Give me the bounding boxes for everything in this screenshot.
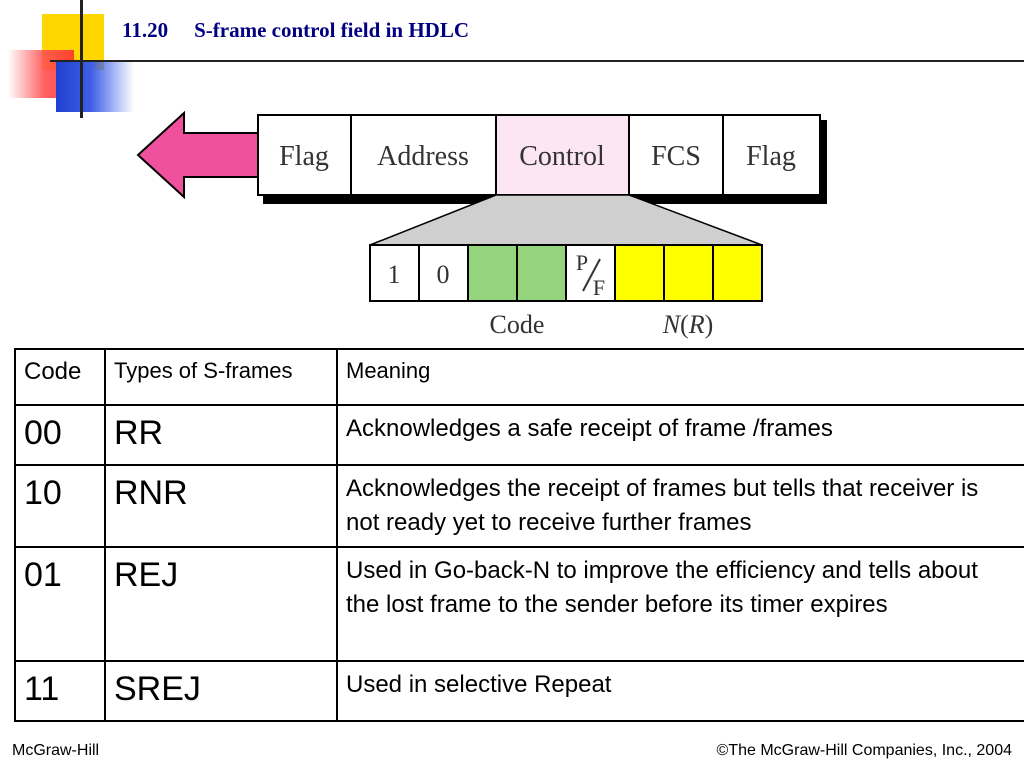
pf-slash — [582, 258, 601, 292]
frame-label-flag-1: Flag — [279, 141, 329, 172]
row-type: SREJ — [104, 660, 338, 722]
footer-copyright: ©The McGraw-Hill Companies, Inc., 2004 — [716, 742, 1012, 759]
nr-label: N(R) — [662, 310, 714, 339]
header-code: Code — [14, 348, 106, 406]
row-meaning: Acknowledges a safe receipt of frame /fr… — [336, 404, 1024, 466]
decor-blue-square — [56, 62, 134, 112]
hdlc-frame-diagram: Flag Address Control FCS Flag 1 0 P F Co… — [136, 110, 827, 339]
frame-field-address — [350, 114, 497, 196]
bit-value-1: 1 — [388, 260, 401, 289]
frame-field-fcs — [628, 114, 724, 196]
bit-cell-1 — [369, 244, 420, 302]
bit-cell-6-nr — [614, 244, 665, 302]
header-type: Types of S-frames — [104, 348, 338, 406]
frame-label-address: Address — [377, 141, 469, 172]
frame-field-flag-1 — [257, 114, 352, 196]
row-code: 01 — [14, 546, 106, 662]
s-frame-types-table: Code Types of S-frames Meaning 00 RR Ack… — [14, 348, 1024, 722]
frame-label-control: Control — [519, 141, 605, 172]
row-type: REJ — [104, 546, 338, 662]
slide-title-text: S-frame control field in HDLC — [194, 18, 470, 42]
frame-label-flag-2: Flag — [746, 141, 796, 172]
row-type: RNR — [104, 464, 338, 548]
frame-field-flag-2 — [722, 114, 821, 196]
bit-cell-8-nr — [712, 244, 763, 302]
bit-cell-4-code — [516, 244, 567, 302]
footer-publisher: McGraw-Hill — [12, 742, 100, 759]
bit-cell-7-nr — [663, 244, 714, 302]
row-meaning: Acknowledges the receipt of frames but t… — [336, 464, 1024, 548]
row-code: 00 — [14, 404, 106, 466]
code-label: Code — [490, 310, 545, 339]
frame-field-control — [495, 114, 630, 196]
pf-label-p: P — [576, 250, 588, 275]
direction-arrow — [136, 110, 259, 200]
decor-vertical-line — [80, 0, 83, 118]
table-row: 11 SREJ Used in selective Repeat — [14, 660, 1024, 722]
row-code: 11 — [14, 660, 106, 722]
title-underline — [50, 60, 1024, 62]
row-meaning: Used in selective Repeat — [336, 660, 1024, 722]
frame-label-fcs: FCS — [651, 141, 701, 172]
table-header-row: Code Types of S-frames Meaning — [14, 348, 1024, 406]
header-meaning: Meaning — [336, 348, 1024, 406]
row-meaning: Used in Go-back-N to improve the efficie… — [336, 546, 1024, 662]
row-code: 10 — [14, 464, 106, 548]
bit-value-2: 0 — [437, 260, 450, 289]
table-row: 00 RR Acknowledges a safe receipt of fra… — [14, 404, 1024, 466]
bit-cell-5-pf — [565, 244, 616, 302]
pf-label-f: F — [593, 275, 605, 300]
table-row: 10 RNR Acknowledges the receipt of frame… — [14, 464, 1024, 548]
slide-number: 11.20 — [122, 18, 169, 42]
bit-cell-3-code — [467, 244, 518, 302]
row-type: RR — [104, 404, 338, 466]
table-row: 01 REJ Used in Go-back-N to improve the … — [14, 546, 1024, 662]
slide-title: 11.20 S-frame control field in HDLC — [122, 18, 469, 43]
